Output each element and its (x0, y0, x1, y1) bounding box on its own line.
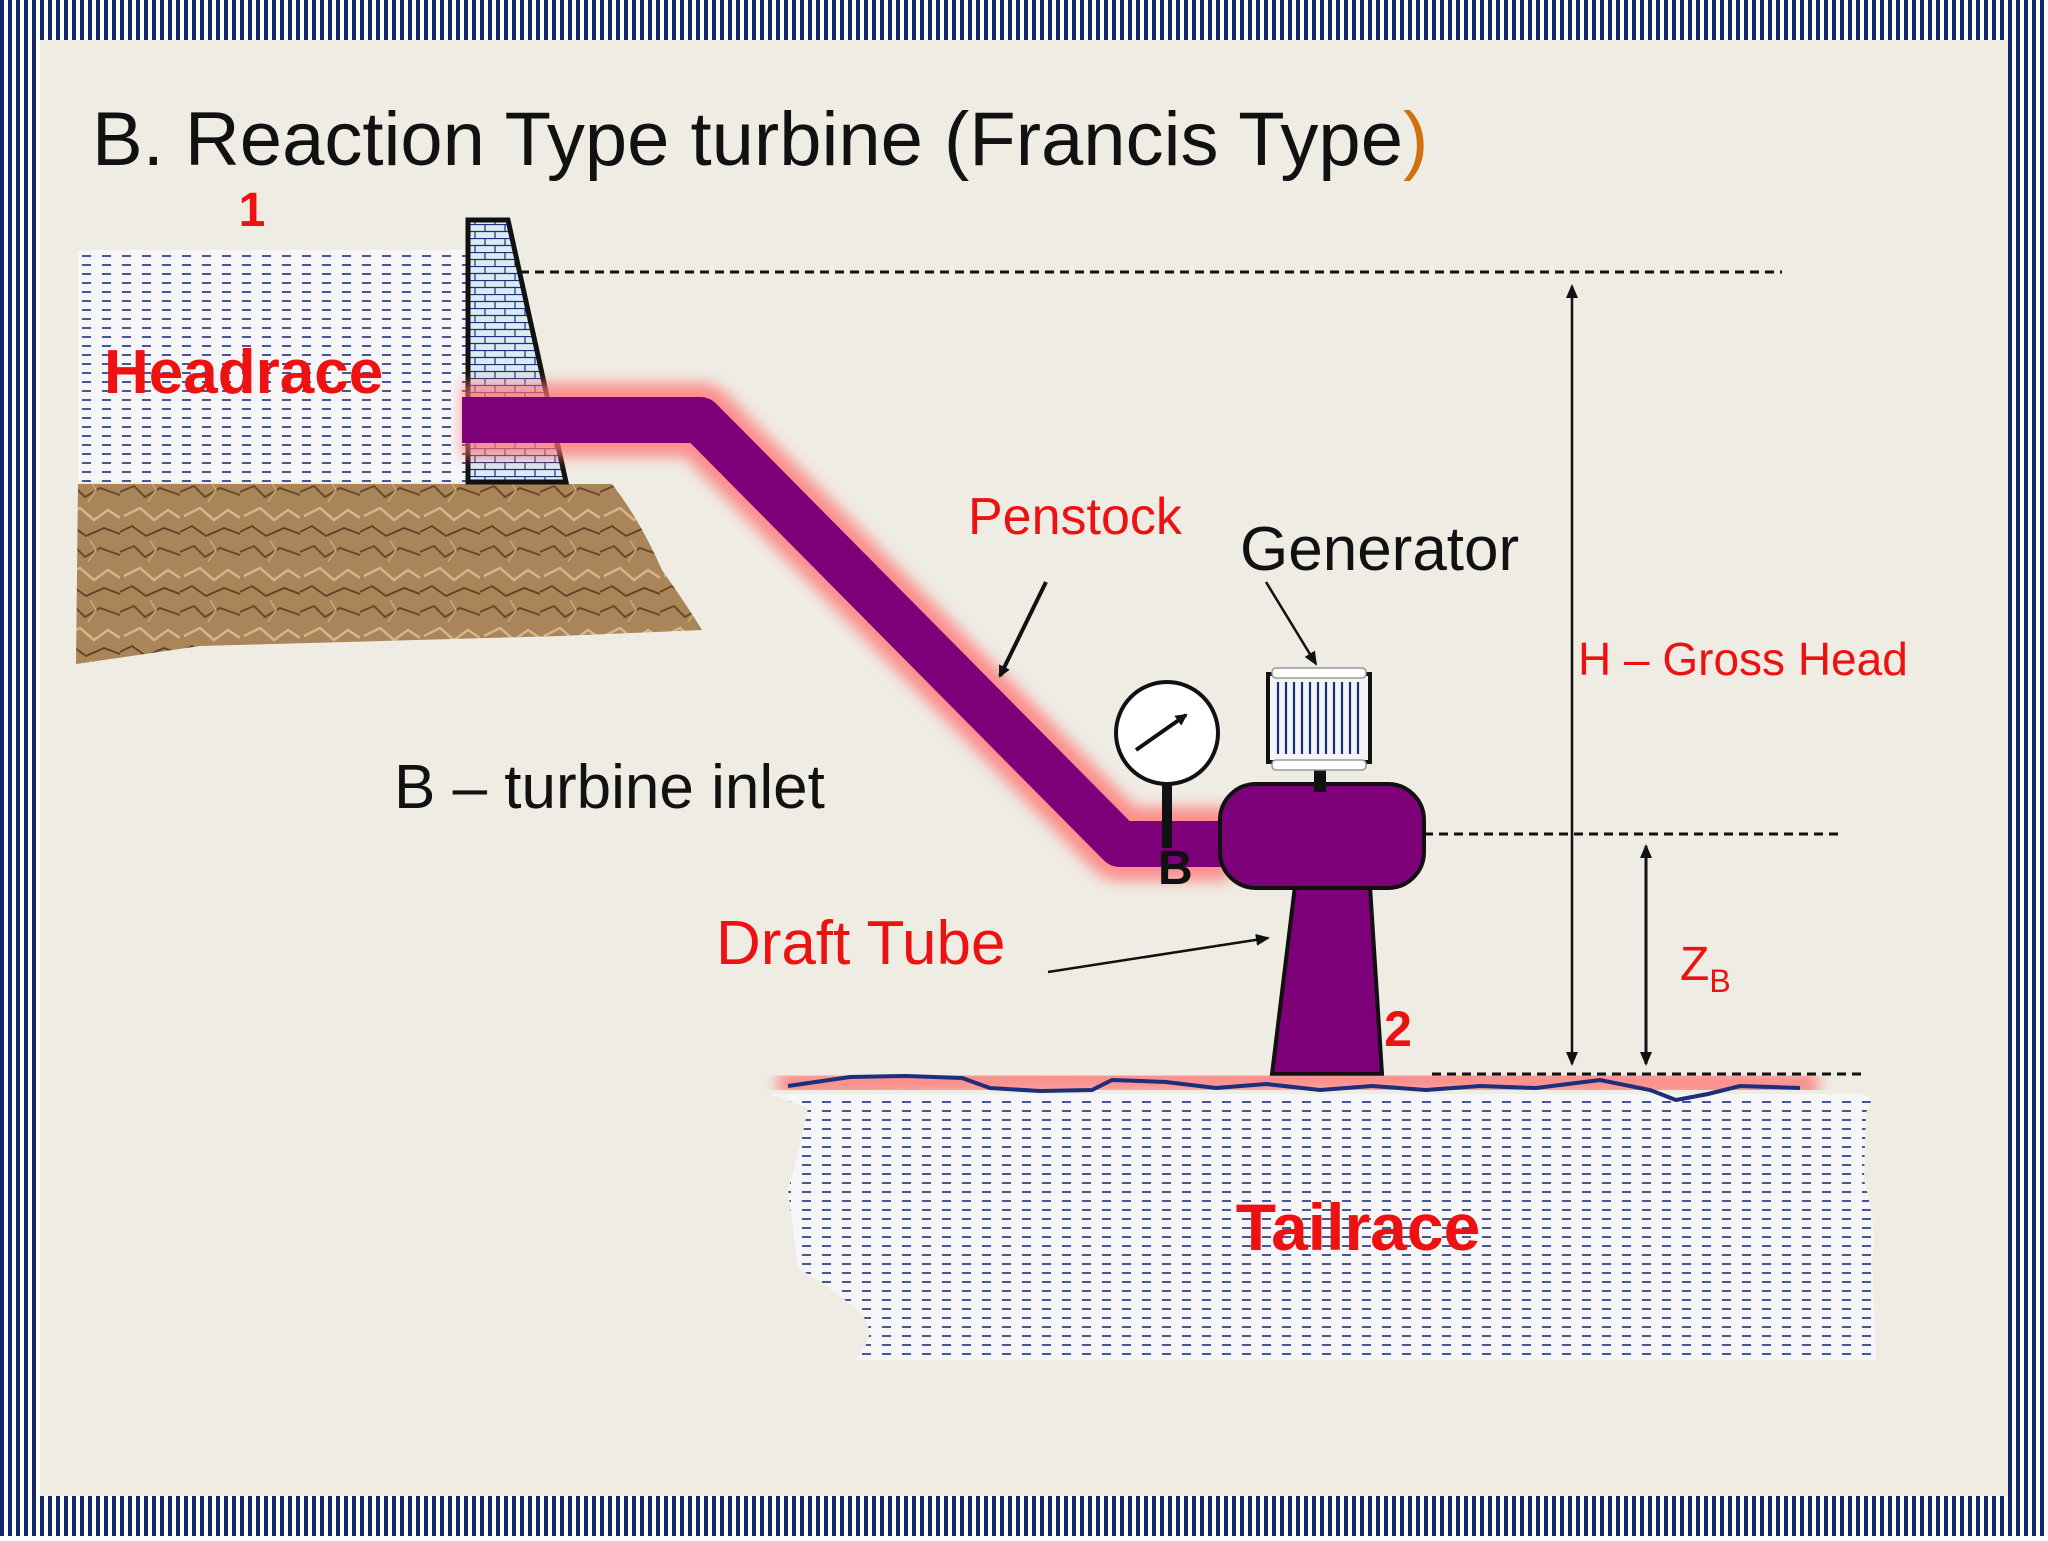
ground-rock (76, 484, 702, 664)
penstock-pipe (462, 397, 1230, 867)
tailrace-glow (777, 1065, 1819, 1100)
zb-label: ZB (1680, 938, 1731, 999)
draft-tube-leader-arrow (1047, 933, 1270, 974)
draft-tube-label: Draft Tube (716, 909, 1005, 978)
penstock-label: Penstock (968, 488, 1183, 546)
turbine-inlet-label: B – turbine inlet (394, 753, 825, 822)
tailrace-water (770, 1094, 1876, 1360)
gross-head-label: H – Gross Head (1578, 633, 1908, 685)
tailrace-label: Tailrace (1236, 1190, 1481, 1264)
generator-icon (1266, 667, 1372, 792)
generator-label: Generator (1240, 515, 1519, 584)
point-2-label: 2 (1384, 1001, 1412, 1057)
turbine-casing (1218, 782, 1426, 890)
point-b-label: B (1158, 842, 1193, 895)
headrace-label: Headrace (104, 338, 383, 407)
page-title: B. Reaction Type turbine (Francis Type) (92, 97, 1428, 182)
penstock-leader-arrow (998, 581, 1048, 678)
pressure-gauge-icon (1114, 680, 1220, 848)
generator-leader-arrow (1264, 581, 1318, 666)
tailrace-surface (787, 1073, 1801, 1103)
point-1-label: 1 (239, 184, 266, 237)
headrace-water (78, 250, 478, 482)
